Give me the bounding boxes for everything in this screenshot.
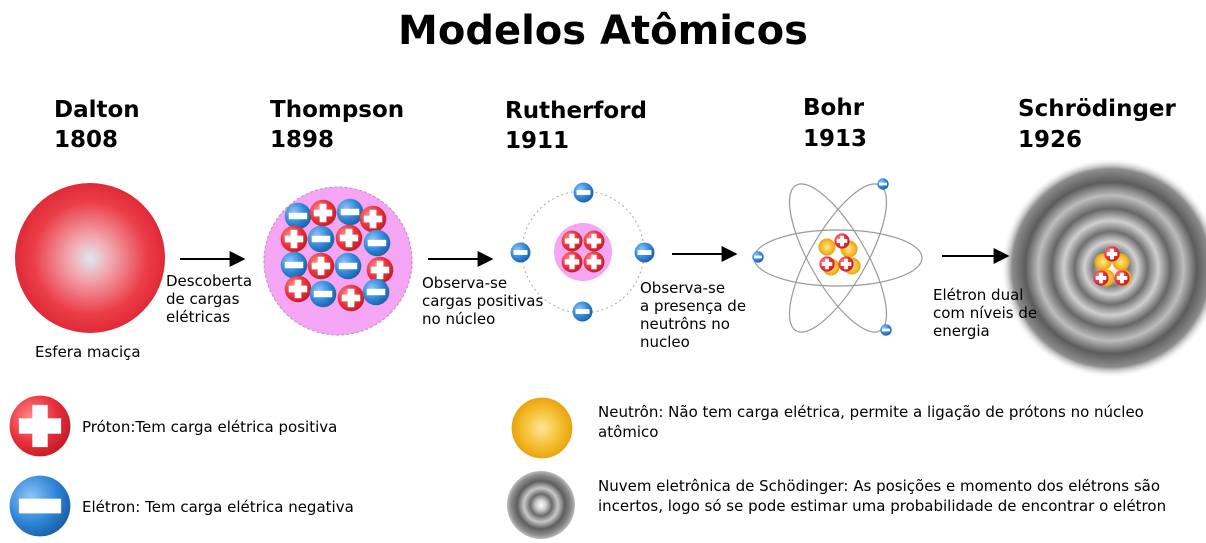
rutherford-atom	[510, 182, 655, 322]
legend-cloud-text: Nuvem eletrônica de Schödinger: As posiç…	[598, 477, 1167, 515]
transition-3-line: neutrôns no	[640, 315, 730, 333]
dalton-sphere	[15, 183, 165, 333]
transition-3-line: a presença de	[640, 297, 747, 315]
bohr-atom	[753, 183, 923, 333]
legend-neutron-text: Neutrôn: Não tem carga elétrica, permite…	[598, 403, 1144, 441]
thompson-atom	[263, 186, 413, 336]
model-year-thompson: 1898	[270, 127, 335, 153]
model-year-schrodinger: 1926	[1018, 127, 1083, 153]
transition-3-line: Observa-se	[640, 279, 726, 297]
transition-3-text: Observa-se a presença de neutrôns no nuc…	[640, 279, 746, 351]
transition-2-line: no núcleo	[422, 310, 496, 328]
schrodinger-atom	[1001, 158, 1206, 378]
dalton-caption: Esfera maciça	[35, 343, 141, 361]
transition-1-line: Descoberta	[166, 272, 253, 290]
model-year-rutherford: 1911	[505, 128, 570, 154]
page-title: Modelos Atômicos	[398, 8, 808, 54]
legend-proton-text: Próton:Tem carga elétrica positiva	[82, 418, 338, 436]
model-name-thompson: Thompson	[270, 97, 405, 123]
transition-4-text: Elétron dual com níveis de energia	[933, 286, 1037, 340]
transition-3-line: nucleo	[640, 333, 690, 351]
transition-4-line: Elétron dual	[933, 286, 1024, 304]
model-name-dalton: Dalton	[54, 97, 140, 123]
proton-icon	[9, 395, 71, 457]
transition-2-line: Observa-se	[422, 274, 508, 292]
model-name-bohr: Bohr	[803, 95, 865, 121]
transition-4-line: energia	[933, 322, 990, 340]
transition-1-line: de cargas	[166, 290, 240, 308]
transition-4-line: com níveis de	[933, 304, 1038, 322]
transition-2-line: cargas positivas	[422, 292, 544, 310]
transition-1-line: elétricas	[166, 308, 231, 326]
transition-1-text: Descoberta de cargas elétricas	[166, 272, 252, 326]
transition-2-text: Observa-se cargas positivas no núcleo	[422, 274, 543, 328]
electron-icon	[9, 475, 71, 537]
model-year-dalton: 1808	[54, 127, 119, 153]
model-name-schrodinger: Schrödinger	[1018, 96, 1176, 122]
model-year-bohr: 1913	[803, 126, 868, 152]
cloud-icon	[507, 471, 575, 539]
legend-electron-text: Elétron: Tem carga elétrica negativa	[82, 498, 354, 516]
model-name-rutherford: Rutherford	[505, 98, 648, 124]
neutron-icon	[511, 397, 573, 459]
